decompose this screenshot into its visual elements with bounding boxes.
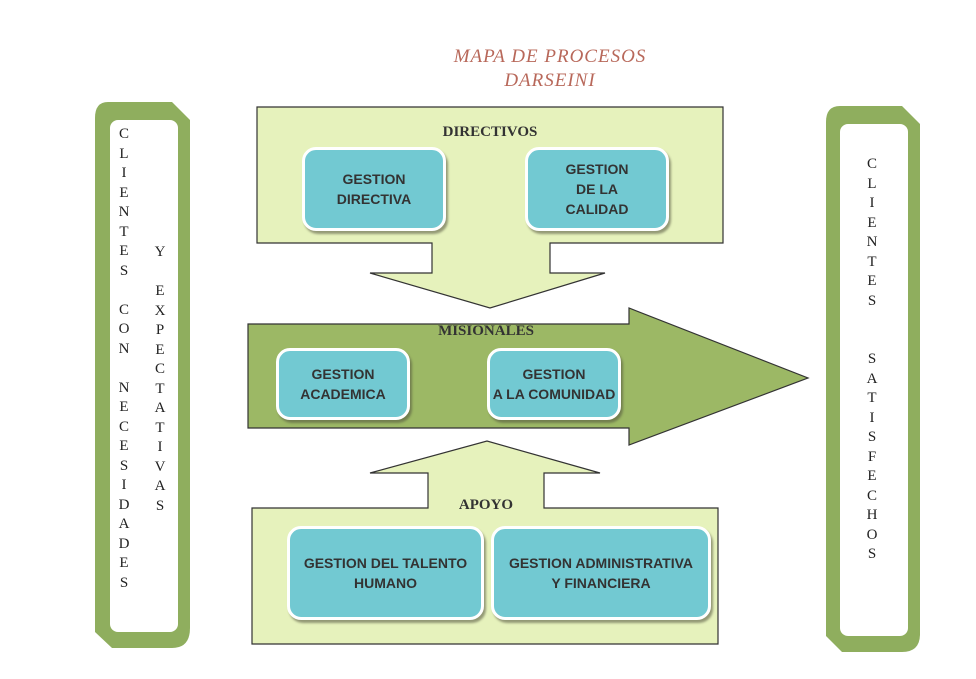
vertical-letter: E <box>119 399 129 415</box>
vertical-letter: I <box>869 195 875 211</box>
vertical-letter: O <box>118 321 130 337</box>
process-box-gestion-calidad[interactable]: GESTION DE LA CALIDAD <box>525 147 669 231</box>
vertical-letter: C <box>866 156 877 172</box>
vertical-letter: N <box>118 379 130 396</box>
misionales-label: MISIONALES <box>438 323 534 339</box>
process-line: HUMANO <box>354 575 417 591</box>
process-line: Y FINANCIERA <box>551 575 651 591</box>
process-line: GESTION <box>311 366 375 382</box>
process-line: GESTION <box>522 366 586 382</box>
vertical-letter: P <box>155 322 165 338</box>
right-client-panel <box>840 124 908 636</box>
process-line: ACADEMICA <box>300 386 386 402</box>
vertical-letter: A <box>154 478 166 494</box>
vertical-letter: E <box>119 184 129 201</box>
vertical-letter: T <box>867 253 877 270</box>
process-line: DE LA <box>576 181 618 197</box>
vertical-letter <box>122 359 126 379</box>
vertical-letter: N <box>118 204 130 220</box>
process-line: GESTION ADMINISTRATIVA <box>508 555 694 571</box>
vertical-letter: S <box>119 457 129 474</box>
vertical-letter: S <box>867 429 877 445</box>
vertical-letter: F <box>867 448 877 465</box>
vertical-letter: N <box>118 340 130 357</box>
vertical-letter: I <box>157 439 163 455</box>
vertical-letter: D <box>118 496 130 513</box>
vertical-letter: Y <box>154 244 166 260</box>
vertical-letter: L <box>119 145 129 162</box>
left-client-panel <box>110 120 178 632</box>
vertical-letter <box>870 311 874 331</box>
vertical-letter: D <box>118 535 130 552</box>
vertical-letter: I <box>869 409 875 426</box>
vertical-letter: V <box>154 458 166 475</box>
vertical-letter: E <box>867 214 877 231</box>
vertical-letter: E <box>867 273 877 289</box>
title-line-2: DARSEINI <box>504 70 596 91</box>
vertical-letter: E <box>119 243 129 259</box>
vertical-letter: S <box>155 497 165 514</box>
process-box-gestion-talento-humano[interactable]: GESTION DEL TALENTO HUMANO <box>287 526 484 620</box>
vertical-letter: S <box>119 262 129 279</box>
vertical-letter: S <box>867 292 877 309</box>
vertical-letter: T <box>867 390 877 406</box>
vertical-letter: C <box>118 126 129 142</box>
vertical-letter: N <box>866 234 878 250</box>
apoyo-label: APOYO <box>458 497 514 513</box>
vertical-letter: E <box>119 555 129 571</box>
process-line: A LA COMUNIDAD <box>492 386 616 402</box>
vertical-letter <box>870 331 874 351</box>
vertical-letter: H <box>866 507 878 523</box>
vertical-letter: C <box>118 301 129 318</box>
vertical-letter: C <box>866 487 877 504</box>
vertical-letter <box>122 281 126 301</box>
vertical-letter: L <box>867 175 877 192</box>
process-box-gestion-comunidad[interactable]: GESTION A LA COMUNIDAD <box>487 348 621 420</box>
vertical-letter: E <box>119 438 129 454</box>
vertical-letter: O <box>866 526 878 543</box>
vertical-letter: S <box>119 574 129 591</box>
vertical-letter: A <box>154 400 166 416</box>
vertical-letter: X <box>154 302 166 319</box>
vertical-letter: T <box>119 223 129 240</box>
vertical-letter: A <box>866 370 878 387</box>
process-box-gestion-academica[interactable]: GESTION ACADEMICA <box>276 348 410 420</box>
vertical-letter: C <box>154 361 165 377</box>
process-line: GESTION DEL TALENTO <box>303 555 468 571</box>
vertical-letter <box>158 263 162 283</box>
directivos-label: DIRECTIVOS <box>442 124 538 140</box>
title-line-1: MAPA DE PROCESOS <box>453 46 647 67</box>
process-line: DIRECTIVA <box>336 191 412 207</box>
process-line: GESTION <box>342 171 406 187</box>
vertical-letter: I <box>121 477 127 493</box>
vertical-letter: E <box>155 283 165 299</box>
vertical-letter: S <box>867 351 877 367</box>
vertical-letter: A <box>118 516 130 532</box>
vertical-letter: T <box>155 419 165 436</box>
process-line: CALIDAD <box>565 201 629 217</box>
vertical-letter: S <box>867 546 877 562</box>
diagram-title: MAPA DE PROCESOS DARSEINI <box>400 45 700 93</box>
process-box-gestion-directiva[interactable]: GESTION DIRECTIVA <box>302 147 446 231</box>
process-line: GESTION <box>565 161 629 177</box>
vertical-letter: I <box>121 165 127 181</box>
vertical-letter: T <box>155 380 165 397</box>
vertical-letter: C <box>118 418 129 435</box>
process-box-gestion-administrativa[interactable]: GESTION ADMINISTRATIVA Y FINANCIERA <box>491 526 711 620</box>
vertical-letter: E <box>867 468 877 484</box>
vertical-letter: E <box>155 341 165 358</box>
